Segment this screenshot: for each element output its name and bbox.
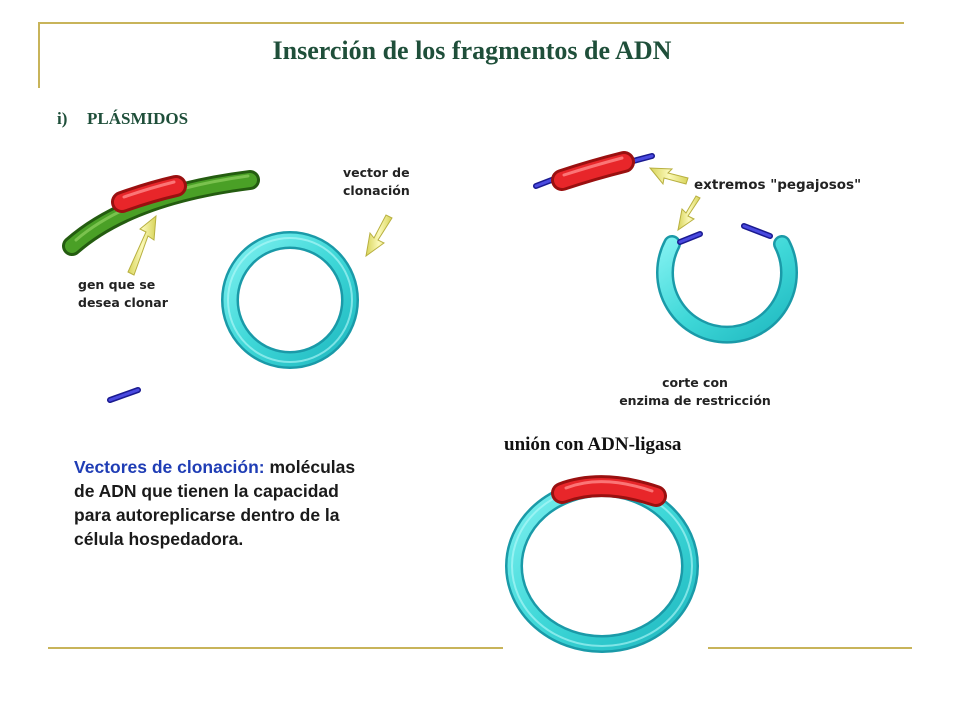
label-target-gene-line2: desea clonar: [78, 295, 168, 310]
label-cloning-vector-line2: clonación: [343, 183, 410, 198]
plasmid-vector: [221, 231, 359, 369]
label-target-gene-line1: gen que se: [78, 277, 156, 292]
arrow-to-gene-icon: [127, 214, 157, 276]
frame-bottom-line-left: [48, 647, 503, 649]
section-heading: i) PLÁSMIDOS: [57, 109, 188, 129]
label-ligase-union: unión con ADN-ligasa: [504, 434, 682, 455]
label-target-gene: gen que se desea clonar: [78, 276, 168, 312]
label-cloning-vector: vector de clonación: [343, 164, 410, 200]
label-restriction-cut-line1: corte con: [662, 375, 728, 390]
arrow-to-vector-icon: [365, 214, 393, 258]
opened-plasmid: [656, 235, 798, 344]
inserted-gene-segment: [551, 475, 667, 507]
arrow-sticky-ends-right-icon: [648, 167, 689, 186]
section-marker: i): [57, 109, 68, 128]
frame-bottom-line-right: [708, 647, 912, 649]
gene-segment: [111, 175, 187, 213]
loose-dna-fragment: [107, 387, 141, 403]
label-cloning-vector-line1: vector de: [343, 165, 410, 180]
plasmid-sticky-ends: [677, 223, 773, 245]
section-title: PLÁSMIDOS: [87, 109, 189, 128]
recombinant-plasmid: [505, 479, 699, 653]
definition-block: Vectores de clonación: moléculas de ADN …: [74, 455, 374, 551]
label-restriction-cut: corte con enzima de restricción: [612, 374, 778, 410]
cut-gene-fragment: [551, 151, 635, 191]
definition-term: Vectores de clonación:: [74, 457, 265, 477]
definition-text: moléculas de ADN que tienen la capacidad…: [74, 457, 356, 549]
frame-left-line: [38, 22, 40, 88]
frame-top-line: [40, 22, 904, 24]
slide-title: Inserción de los fragmentos de ADN: [272, 36, 672, 65]
label-restriction-cut-line2: enzima de restricción: [619, 393, 771, 408]
label-sticky-ends: extremos "pegajosos": [694, 177, 862, 193]
arrow-sticky-ends-down-icon: [677, 195, 701, 232]
